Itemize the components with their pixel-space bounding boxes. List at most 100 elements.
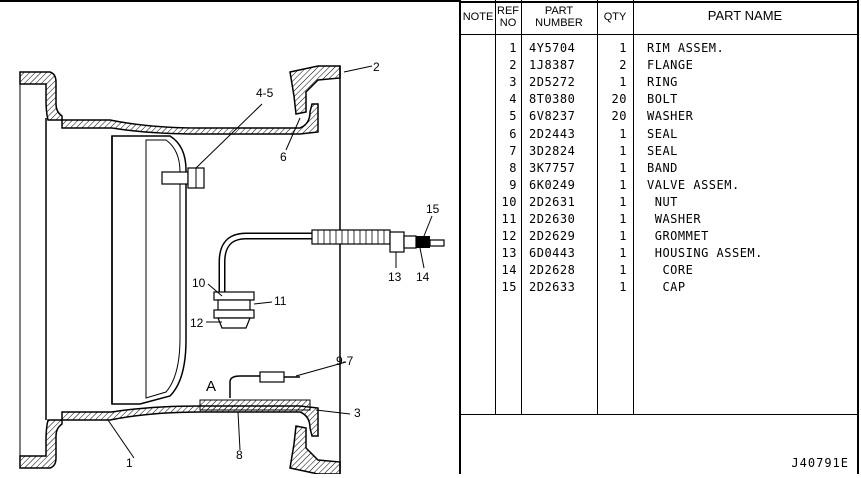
table-footer-line xyxy=(459,414,859,415)
header-note: NOTE xyxy=(462,11,494,23)
header-part-line1: PART xyxy=(544,5,574,17)
table-cell-ref: 10 xyxy=(501,194,517,209)
drawing-id: J40791E xyxy=(791,456,849,470)
table-cell-name: CAP xyxy=(647,280,686,295)
table-cell-ref: 2 xyxy=(509,58,517,73)
table-cell-qty: 2 xyxy=(619,58,627,73)
header-ref-line2: NO xyxy=(499,17,517,29)
table-top-border xyxy=(459,1,859,3)
table-cell-ref: 7 xyxy=(509,143,517,158)
table-cell-qty: 1 xyxy=(619,212,627,226)
callout-4-5: 4-5 xyxy=(256,86,274,100)
table-cell-name: RING xyxy=(647,75,678,90)
callout-13: 13 xyxy=(388,270,402,284)
header-bottom-line xyxy=(459,34,859,35)
table-cell-part: 6K0249 xyxy=(529,177,576,192)
table-cell-qty: 1 xyxy=(619,177,627,192)
header-qty: QTY xyxy=(603,11,627,23)
table-cell-qty: 1 xyxy=(619,194,627,209)
table-cell-qty: 1 xyxy=(619,263,627,278)
table-cell-name: WASHER xyxy=(647,212,702,226)
table-cell-ref: 6 xyxy=(509,126,517,141)
right-flange xyxy=(289,65,341,475)
bolt-and-washer xyxy=(161,167,205,189)
callout-10: 10 xyxy=(192,276,206,290)
header-part-name: PART NAME xyxy=(707,8,783,23)
callout-a: A xyxy=(206,378,217,395)
table-cell-part: 2D2630 xyxy=(529,212,576,226)
col-divider-note xyxy=(495,0,496,414)
table-cell-part: 3K7757 xyxy=(529,160,576,175)
table-cell-ref: 3 xyxy=(509,75,517,90)
callout-14: 14 xyxy=(416,270,430,284)
table-cell-part: 3D2824 xyxy=(529,143,576,158)
table-cell-part: 1J8387 xyxy=(529,58,576,73)
table-cell-ref: 4 xyxy=(509,92,517,107)
table-cell-qty: 1 xyxy=(619,160,627,175)
table-cell-ref: 5 xyxy=(509,109,517,124)
table-cell-ref: 11 xyxy=(501,212,517,226)
header-part-line2: NUMBER xyxy=(535,17,583,29)
valve-base xyxy=(213,291,255,329)
table-cell-part: 2D2629 xyxy=(529,229,576,244)
left-flange xyxy=(19,71,63,469)
table-cell-name: WASHER xyxy=(647,109,694,124)
table-left-border xyxy=(459,0,461,474)
callout-3: 3 xyxy=(354,406,361,420)
rim-diagram-svg xyxy=(0,0,459,475)
bottom-seal-assembly xyxy=(199,371,311,411)
table-cell-part: 2D2631 xyxy=(529,194,576,209)
callout-9-7: 9-7 xyxy=(336,354,354,368)
table-cell-ref: 9 xyxy=(509,177,517,192)
callout-12: 12 xyxy=(190,316,204,330)
table-cell-part: 2D2443 xyxy=(529,126,576,141)
table-cell-name: SEAL xyxy=(647,126,678,141)
table-cell-qty: 1 xyxy=(619,229,627,244)
header-ref-line1: REF xyxy=(497,5,519,17)
table-cell-part: 4Y5704 xyxy=(529,41,576,55)
table-cell-part: 2D2628 xyxy=(529,263,576,278)
table-cell-name: BOLT xyxy=(647,92,678,107)
table-cell-qty: 1 xyxy=(619,143,627,158)
table-cell-qty: 1 xyxy=(619,75,627,90)
callout-1: 1 xyxy=(126,456,133,470)
callout-2: 2 xyxy=(373,60,380,74)
table-cell-qty: 20 xyxy=(611,109,627,124)
callout-6: 6 xyxy=(280,150,287,164)
table-cell-name: SEAL xyxy=(647,143,678,158)
col-divider-part xyxy=(597,0,598,414)
table-cell-name: CORE xyxy=(647,263,694,278)
table-cell-name: VALVE ASSEM. xyxy=(647,177,740,192)
table-cell-name: NUT xyxy=(647,194,678,209)
table-cell-ref: 15 xyxy=(501,280,517,295)
callout-15: 15 xyxy=(426,202,440,216)
table-cell-part: 2D5272 xyxy=(529,75,576,90)
table-cell-ref: 14 xyxy=(501,263,517,278)
table-cell-name: FLANGE xyxy=(647,58,694,73)
table-cell-part: 2D2633 xyxy=(529,280,576,295)
valve-stem xyxy=(218,229,445,292)
col-divider-qty xyxy=(633,0,634,414)
table-cell-ref: 12 xyxy=(501,229,517,244)
rim-cross-section-drawing: 2 4-5 6 1 3 8 9-7 10 11 12 13 14 15 A xyxy=(0,0,459,475)
callout-11: 11 xyxy=(274,294,287,308)
table-cell-name: HOUSING ASSEM. xyxy=(647,246,763,261)
table-cell-qty: 20 xyxy=(611,92,627,107)
table-cell-name: RIM ASSEM. xyxy=(647,41,725,55)
table-cell-qty: 1 xyxy=(619,280,627,295)
table-cell-ref: 13 xyxy=(501,246,517,261)
leader-lines xyxy=(107,65,433,459)
callout-8: 8 xyxy=(236,448,243,462)
table-cell-name: GROMMET xyxy=(647,229,709,244)
table-cell-qty: 1 xyxy=(619,41,627,55)
table-cell-qty: 1 xyxy=(619,126,627,141)
table-cell-qty: 1 xyxy=(619,246,627,261)
rim-base xyxy=(61,103,319,437)
table-cell-part: 8T0380 xyxy=(529,92,576,107)
table-cell-ref: 8 xyxy=(509,160,517,175)
table-cell-part: 6V8237 xyxy=(529,109,576,124)
col-divider-ref xyxy=(521,0,522,414)
wheel-disc xyxy=(111,135,187,405)
table-cell-part: 6D0443 xyxy=(529,246,576,261)
